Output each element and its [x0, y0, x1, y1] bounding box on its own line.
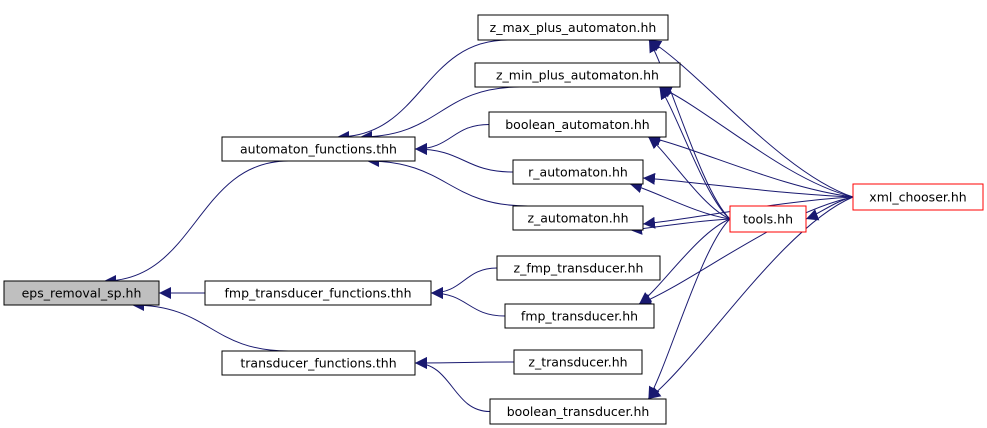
node-box — [221, 136, 416, 162]
node-box — [477, 14, 669, 41]
node-label: tools.hh — [743, 212, 793, 227]
node-zmax[interactable]: z_max_plus_automaton.hh — [477, 14, 669, 41]
node-z[interactable]: z_automaton.hh — [512, 205, 644, 231]
node-label: xml_chooser.hh — [869, 190, 966, 205]
edge-btr-to-trf — [414, 357, 491, 412]
node-label: r_automaton.hh — [528, 165, 628, 180]
node-tools[interactable]: tools.hh — [729, 205, 807, 233]
node-xml[interactable]: xml_chooser.hh — [852, 183, 984, 211]
edge-xml-to-zmax — [648, 39, 854, 198]
edge-tools-to-r — [629, 181, 731, 220]
edge-xml-to-r — [642, 172, 854, 198]
node-box — [852, 183, 984, 211]
node-trf[interactable]: transducer_functions.thh — [221, 350, 416, 376]
node-label: eps_removal_sp.hh — [22, 286, 142, 301]
edge-tools-to-zmax — [648, 39, 731, 220]
edge-r-to-autf — [414, 143, 514, 173]
node-label: z_max_plus_automaton.hh — [490, 20, 657, 35]
edge-tools-to-z — [629, 218, 731, 235]
edge-xml-to-fmp — [638, 196, 854, 306]
node-label: boolean_transducer.hh — [507, 404, 650, 419]
node-label: z_min_plus_automaton.hh — [496, 68, 659, 83]
node-box — [504, 303, 655, 329]
node-eps[interactable]: eps_removal_sp.hh — [3, 280, 160, 306]
node-box — [513, 349, 643, 375]
node-label: z_transducer.hh — [528, 355, 627, 370]
node-ztr[interactable]: z_transducer.hh — [513, 349, 643, 375]
edge-bool-to-autf — [414, 124, 490, 155]
edge-trf-to-eps — [131, 299, 289, 352]
node-label: z_automaton.hh — [527, 211, 628, 226]
node-box — [488, 111, 667, 138]
node-box — [474, 62, 681, 88]
node-label: boolean_automaton.hh — [505, 117, 649, 132]
node-box — [204, 280, 432, 306]
edge-xml-to-bool — [648, 133, 854, 198]
node-box — [496, 255, 661, 281]
edge-z-to-autf — [366, 155, 529, 207]
node-label: fmp_transducer_functions.thh — [225, 286, 412, 301]
node-box — [512, 205, 644, 231]
node-label: z_fmp_transducer.hh — [514, 261, 644, 276]
edge-xml-to-btr — [648, 196, 854, 400]
edges-layer — [103, 39, 854, 412]
node-fmpf[interactable]: fmp_transducer_functions.thh — [204, 280, 432, 306]
node-box — [221, 350, 416, 376]
edge-fmp-to-fmpf — [430, 287, 506, 317]
node-btr[interactable]: boolean_transducer.hh — [489, 398, 667, 425]
edge-ztr-to-trf — [414, 356, 515, 369]
node-label: automaton_functions.thh — [240, 142, 397, 157]
node-zmin[interactable]: z_min_plus_automaton.hh — [474, 62, 681, 88]
node-fmp[interactable]: fmp_transducer.hh — [504, 303, 655, 329]
node-box — [512, 159, 644, 185]
node-autf[interactable]: automaton_functions.thh — [221, 136, 416, 162]
node-label: fmp_transducer.hh — [521, 309, 638, 324]
node-r[interactable]: r_automaton.hh — [512, 159, 644, 185]
edge-xml-to-zmin — [659, 86, 854, 198]
edge-zmin-to-autf — [359, 86, 521, 143]
edge-xml-to-tools — [805, 196, 854, 221]
node-box — [3, 280, 160, 306]
node-label: transducer_functions.thh — [240, 356, 396, 371]
edge-tools-to-btr — [647, 218, 731, 400]
nodes-layer: eps_removal_sp.hh automaton_functions.thh… — [3, 14, 984, 425]
node-box — [729, 205, 807, 233]
node-box — [489, 398, 667, 425]
edge-tools-to-zmin — [659, 86, 731, 220]
node-bool[interactable]: boolean_automaton.hh — [488, 111, 667, 138]
node-zfmp[interactable]: z_fmp_transducer.hh — [496, 255, 661, 281]
edge-autf-to-eps — [103, 160, 289, 287]
edge-zfmp-to-fmpf — [430, 267, 498, 299]
